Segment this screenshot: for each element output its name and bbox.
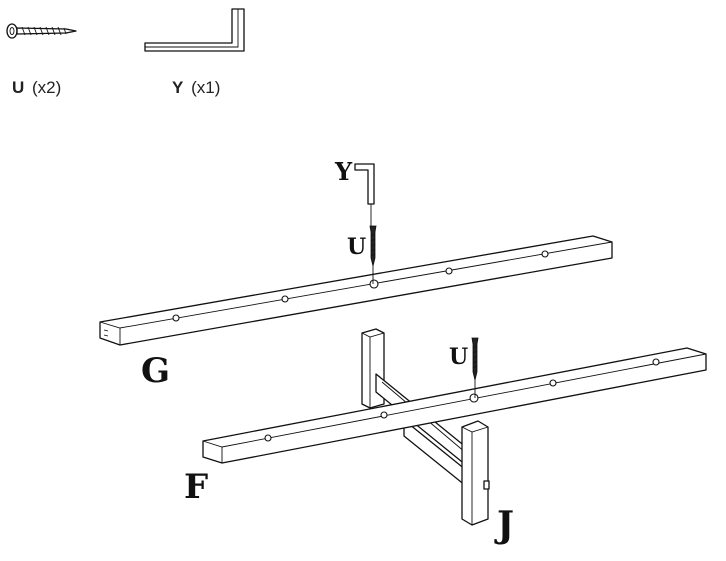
rail-g: [99, 235, 613, 346]
screw-u-front: [471, 337, 479, 398]
part-u-label: U (x2): [12, 78, 61, 97]
callout-u-front: U: [449, 344, 468, 370]
callout-rail-g: G: [141, 351, 170, 391]
part-y-label: Y (x1): [172, 78, 220, 97]
screw-u-top: [369, 225, 377, 284]
parts-legend: U (x2) Y (x1): [6, 8, 245, 97]
callout-rail-f: F: [184, 467, 208, 507]
callout-u-top: U: [347, 234, 366, 260]
callout-bracket-j: J: [494, 504, 514, 546]
callout-y-key: Y: [334, 157, 353, 186]
part-u-letter: U: [12, 78, 24, 97]
allen-key-y: [354, 163, 375, 226]
part-y-qty: (x1): [191, 78, 220, 97]
part-y-letter: Y: [172, 78, 184, 97]
screw-icon: [6, 23, 77, 39]
part-u-qty: (x2): [32, 78, 61, 97]
allen-key-icon: [144, 8, 245, 52]
rail-f: [202, 347, 707, 464]
